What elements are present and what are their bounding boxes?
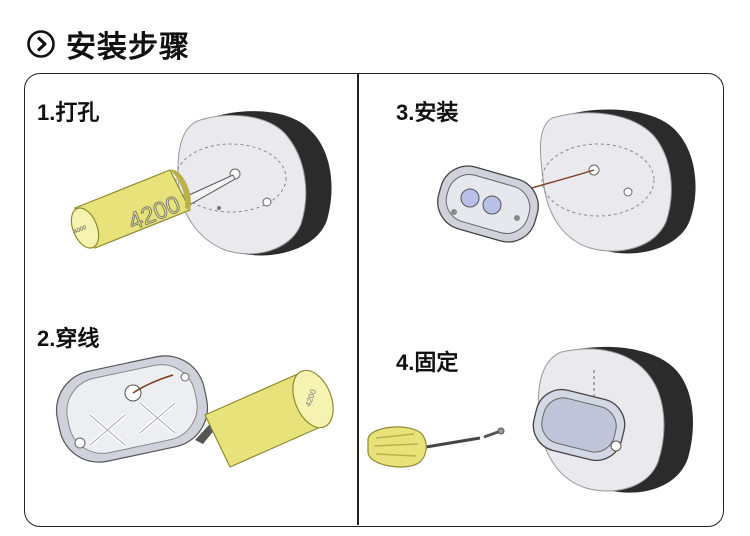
step-4-title: 固定 bbox=[414, 351, 459, 376]
section-header: 安装步骤 bbox=[26, 22, 190, 66]
screw-hole bbox=[623, 187, 633, 197]
screw-hole bbox=[610, 440, 622, 452]
wire bbox=[132, 374, 174, 394]
step-2-number: 2. bbox=[37, 326, 56, 351]
wall-face bbox=[539, 112, 672, 252]
step-4-label: 4.固定 bbox=[396, 345, 458, 377]
step-3-title: 安装 bbox=[414, 101, 459, 126]
lens-right bbox=[482, 195, 502, 215]
step-3-number: 3. bbox=[396, 100, 415, 125]
step-3-illustration bbox=[437, 109, 696, 254]
wall-face bbox=[177, 114, 307, 255]
step-1-illustration: 4000 4200 bbox=[70, 111, 332, 256]
page-title: 安装步骤 bbox=[66, 30, 190, 65]
screw-hole bbox=[262, 197, 272, 207]
step-1-number: 1. bbox=[37, 100, 56, 125]
lens-left bbox=[460, 188, 480, 208]
mount-plate bbox=[55, 355, 209, 463]
screw bbox=[483, 430, 499, 439]
screwdriver-shaft bbox=[419, 436, 481, 450]
step-1-label: 1.打孔 bbox=[37, 95, 99, 127]
step-4-illustration bbox=[367, 346, 693, 493]
step-4-number: 4. bbox=[396, 350, 415, 375]
threading-tool: 4200 bbox=[204, 369, 334, 468]
mounted-device bbox=[532, 388, 626, 462]
sensor-device bbox=[437, 165, 539, 243]
step-2-label: 2.穿线 bbox=[37, 321, 99, 353]
drill-tool: 4000 4200 bbox=[70, 169, 191, 249]
screwdriver-handle bbox=[367, 426, 427, 468]
mount-outline bbox=[175, 143, 287, 213]
step-3-label: 3.安装 bbox=[396, 95, 458, 127]
mark-dot bbox=[217, 206, 221, 210]
column-divider bbox=[357, 74, 359, 525]
circle-chevron-right-icon bbox=[27, 30, 55, 58]
drill-cap-text: 4000 bbox=[73, 225, 88, 236]
step-1-title: 打孔 bbox=[55, 101, 100, 126]
screwdriver bbox=[367, 426, 481, 468]
step-2-illustration: 4200 bbox=[55, 355, 334, 468]
mount-outline bbox=[541, 143, 655, 217]
step-2-title: 穿线 bbox=[55, 327, 100, 352]
